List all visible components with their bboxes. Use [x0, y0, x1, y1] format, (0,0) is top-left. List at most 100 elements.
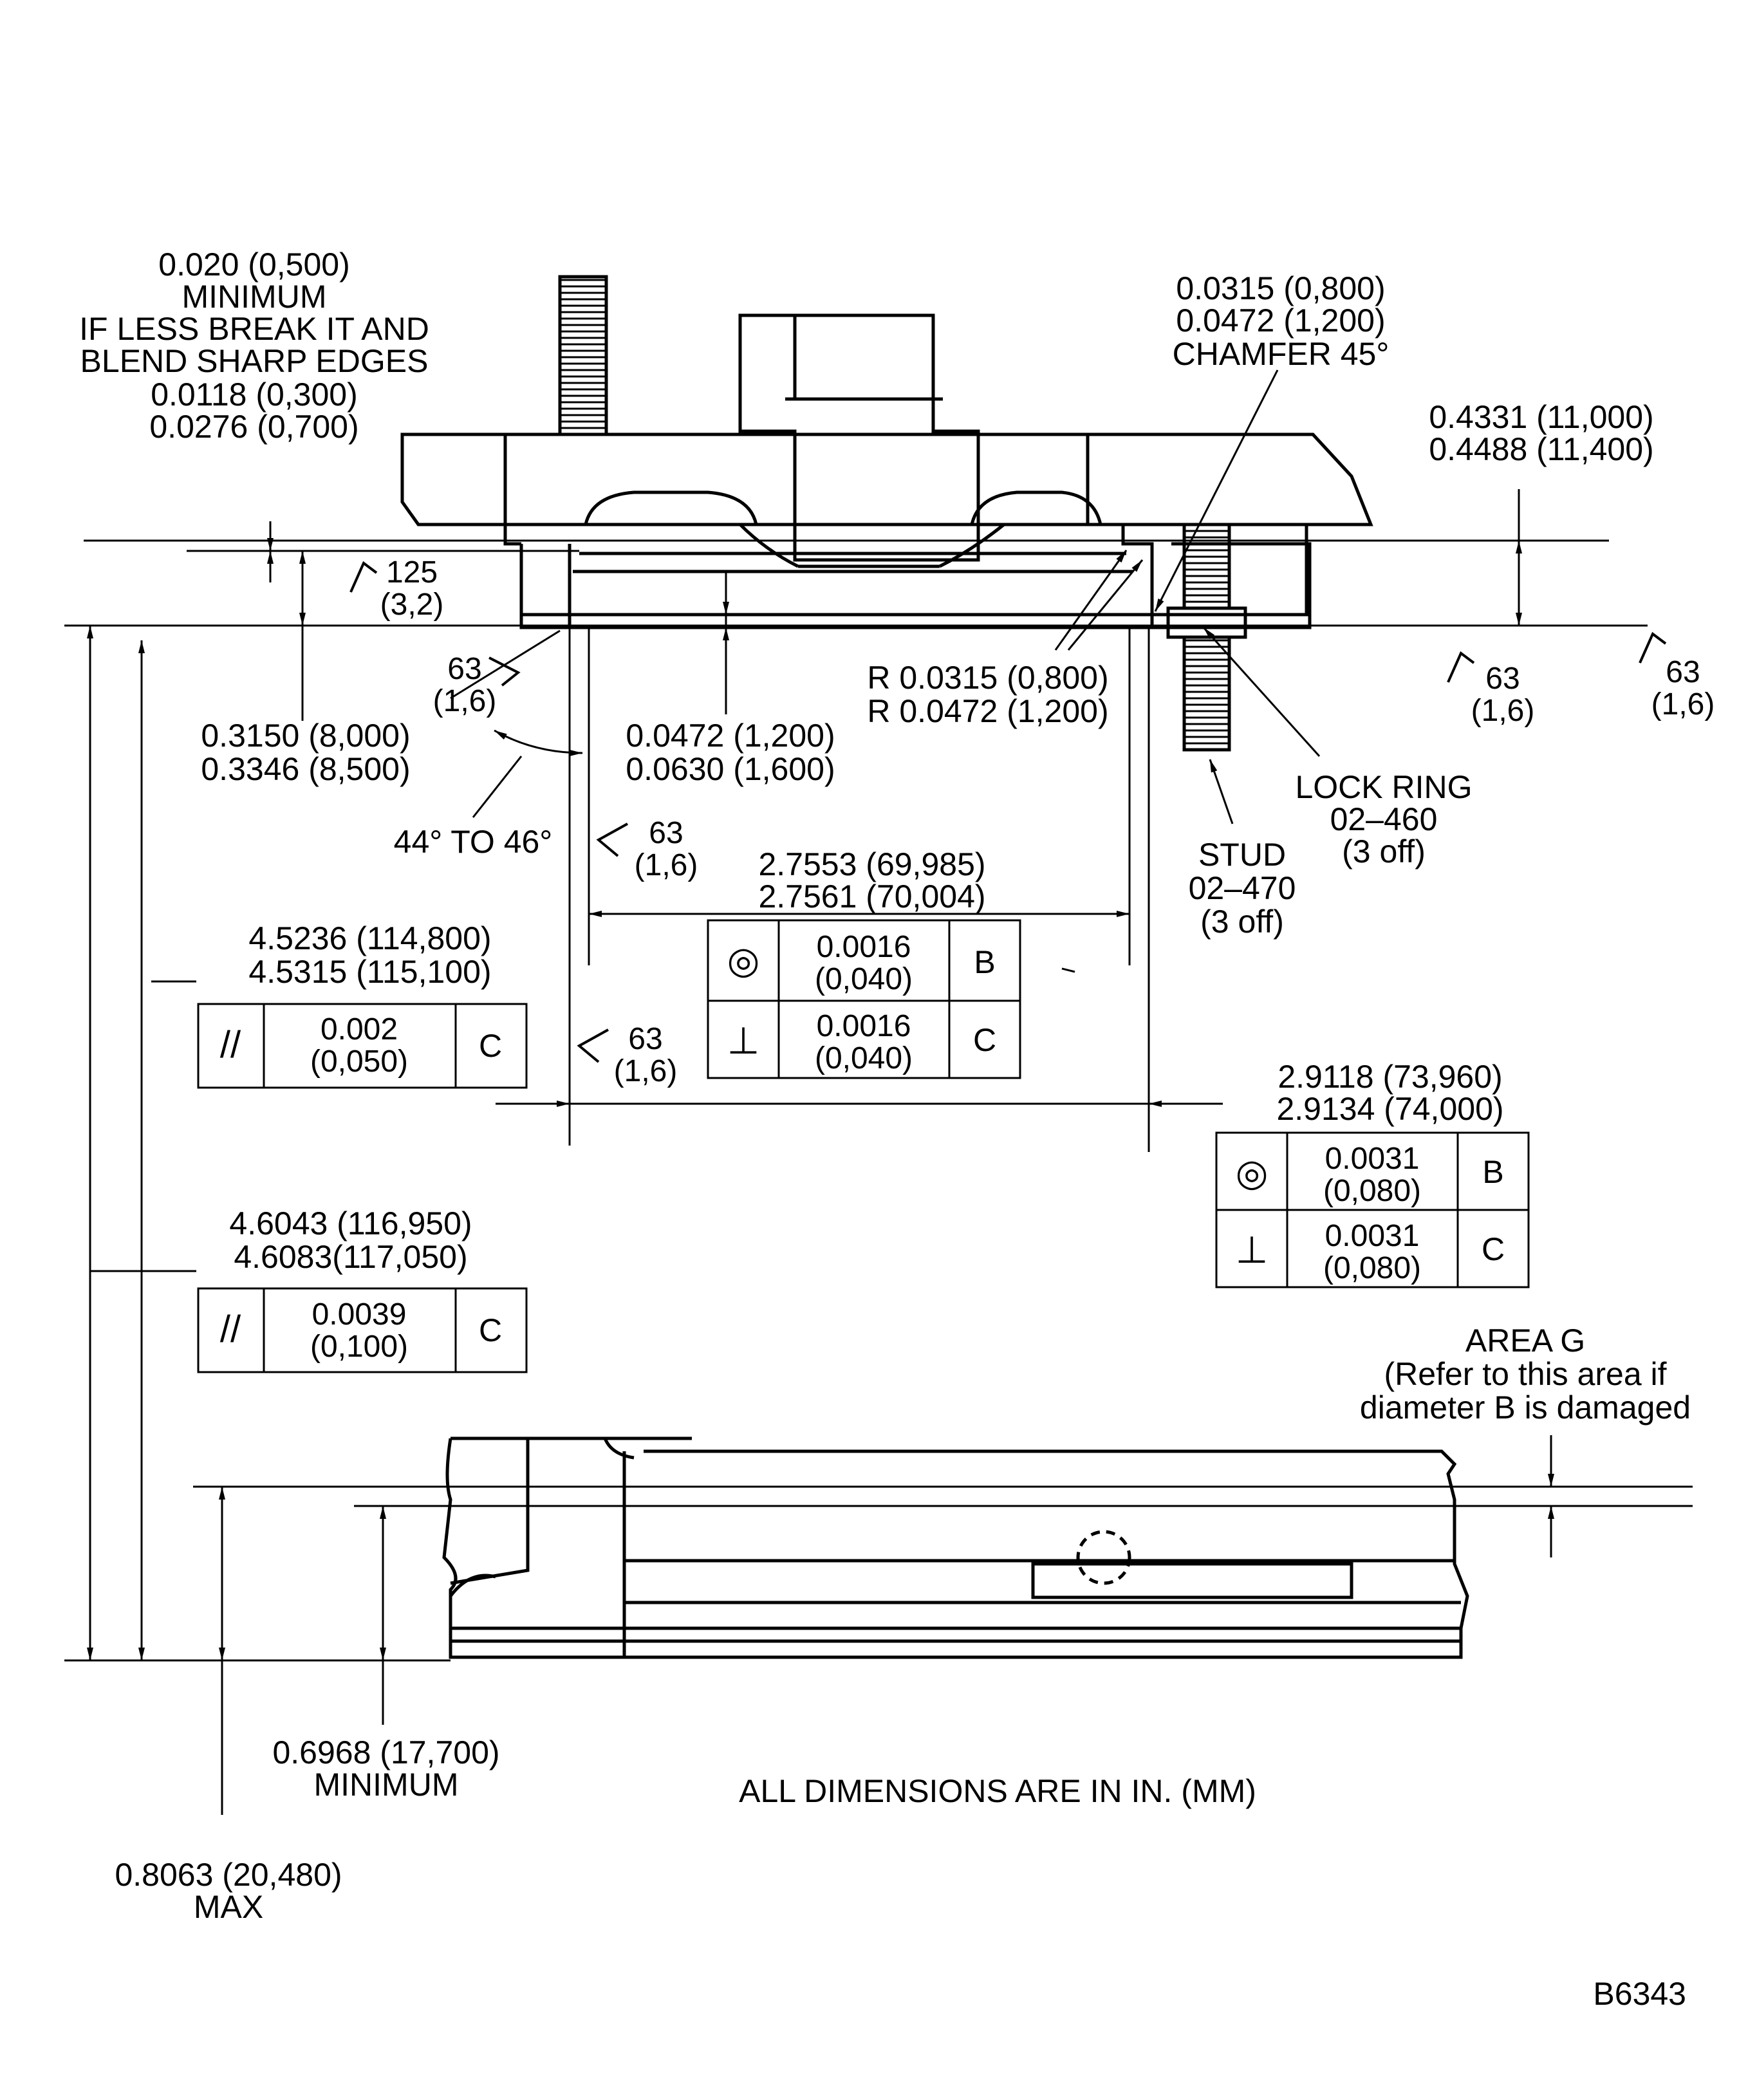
groove-dim-line1: 0.0472 (1,200): [626, 718, 835, 754]
fcf-inner-row2-datum: C: [973, 1022, 996, 1058]
depth-dimension: 0.4331 (11,000) 0.4488 (11,400): [1429, 399, 1653, 467]
lower-part-outline: [442, 1436, 1469, 1659]
reference-lines-bottom: [64, 1435, 1693, 1815]
roughness-63-right-mm: (1,6): [1651, 687, 1715, 721]
diameter-a-line1: 4.5236 (114,800): [248, 920, 491, 956]
top-left-note-line6: 0.0276 (0,700): [149, 409, 358, 445]
diameter-outer-line2: 2.9134 (74,000): [1276, 1091, 1503, 1127]
fcf-parallel-a-datum: C: [479, 1028, 502, 1064]
roughness-63-a-symbol: [596, 822, 628, 857]
lower-body: [442, 1436, 1469, 1659]
fcf-parallel-b-mm: (0,100): [310, 1330, 408, 1364]
diameter-inner-line2: 2.7561 (70,004): [758, 878, 985, 915]
fcf-inner-frame: [707, 919, 1021, 1079]
diameter-outer-dimension: 2.9118 (73,960) 2.9134 (74,000): [1276, 1059, 1503, 1127]
lock-ring-line2: 02–460: [1330, 801, 1438, 837]
roughness-63-mid-symbol: [1447, 651, 1475, 683]
height-max-line1: 0.8063 (20,480): [115, 1857, 342, 1893]
fcf-parallel-a-frame: [197, 1003, 528, 1089]
roughness-63-b-value: 63: [628, 1022, 662, 1056]
lock-ring-line1: LOCK RING: [1295, 769, 1472, 805]
roughness-63-right-value: 63: [1666, 655, 1700, 689]
chamfer-line1: 0.0315 (0,800): [1176, 270, 1385, 306]
lock-ring-shape: [1166, 606, 1247, 639]
parallelism-icon: //: [220, 1308, 241, 1350]
area-g-note: AREA G (Refer to this area if diameter B…: [1360, 1323, 1691, 1426]
height-min-line1: 0.6968 (17,700): [272, 1734, 499, 1770]
roughness-63-b-mm: (1,6): [614, 1054, 678, 1088]
groove-dim-line2: 0.0630 (1,600): [626, 751, 835, 787]
diameter-b-dimension: 4.6043 (116,950) 4.6083(117,050): [229, 1205, 472, 1275]
groove-dimension: 0.0472 (1,200) 0.0630 (1,600): [626, 718, 835, 787]
roughness-63-mid-value: 63: [1485, 662, 1520, 696]
diameter-outer-line1: 2.9118 (73,960): [1278, 1059, 1502, 1095]
area-g-line3: diameter B is damaged: [1360, 1389, 1691, 1426]
flange-part-outline: [400, 275, 1373, 752]
top-left-note: 0.020 (0,500) MINIMUM IF LESS BREAK IT A…: [79, 246, 429, 445]
height-min-line2: MINIMUM: [314, 1767, 459, 1803]
perpendicularity-icon: ⊥: [1236, 1229, 1269, 1271]
fcf-outer-row2-mm: (0,080): [1323, 1251, 1421, 1285]
roughness-63-left-symbol: [488, 656, 521, 687]
fcf-parallel-b-content: // 0.0039 (0,100) C: [220, 1297, 502, 1364]
dimension-arrows: [87, 369, 1522, 1660]
roughness-63-right-symbol: [1639, 631, 1667, 664]
fcf-inner-row1-datum: B: [974, 944, 995, 980]
flange-body: [400, 432, 1373, 526]
fcf-outer-frame: [1215, 1131, 1530, 1288]
depth-dim-line1: 0.4331 (11,000): [1429, 399, 1653, 435]
concentricity-icon: ◎: [1236, 1152, 1269, 1194]
roughness-63-a-mm: (1,6): [635, 848, 698, 882]
fcf-outer-row2-datum: C: [1482, 1231, 1505, 1267]
lock-ring-note: LOCK RING 02–460 (3 off): [1295, 769, 1472, 869]
top-left-note-line3: IF LESS BREAK IT AND: [79, 311, 429, 347]
fcf-outer-row1-mm: (0,080): [1323, 1174, 1421, 1208]
fcf-inner-row1-mm: (0,040): [815, 962, 913, 996]
chamfer-line3: CHAMFER 45°: [1173, 336, 1390, 372]
concentricity-icon: ◎: [727, 940, 760, 981]
fcf-parallel-a-mm: (0,050): [310, 1045, 408, 1079]
fcf-inner-content: ◎ 0.0016 (0,040) B ⊥ 0.0016 (0,040) C: [727, 930, 996, 1075]
fcf-parallel-a-content: // 0.002 (0,050) C: [220, 1012, 502, 1079]
parallelism-icon: //: [220, 1024, 241, 1066]
fcf-outer-content: ◎ 0.0031 (0,080) B ⊥ 0.0031 (0,080) C: [1236, 1142, 1505, 1285]
units-note: ALL DIMENSIONS ARE IN IN. (MM): [739, 1773, 1256, 1809]
reference-lines-top: [64, 539, 1648, 627]
top-left-note-line4: BLEND SHARP EDGES: [80, 343, 429, 379]
top-stud: [558, 275, 608, 436]
diameter-a-line2: 4.5315 (115,100): [248, 954, 491, 990]
diameter-b-line2: 4.6083(117,050): [234, 1239, 467, 1275]
step-dimension: 0.3150 (8,000) 0.3346 (8,500): [201, 718, 410, 787]
diameter-inner-line1: 2.7553 (69,985): [758, 846, 985, 882]
chamfer-note: 0.0315 (0,800) 0.0472 (1,200) CHAMFER 45…: [1173, 270, 1390, 372]
right-upper-stud: [1182, 523, 1231, 610]
fcf-outer-row1-value: 0.0031: [1325, 1142, 1420, 1176]
roughness-symbols: [349, 561, 1667, 1063]
diameter-b-line1: 4.6043 (116,950): [229, 1205, 472, 1241]
radius-line2: R 0.0472 (1,200): [867, 693, 1108, 729]
stud-line2: 02–470: [1189, 870, 1296, 906]
height-max-dimension: 0.8063 (20,480) MAX: [115, 1857, 342, 1925]
perpendicularity-icon: ⊥: [727, 1020, 760, 1062]
area-g-line2: (Refer to this area if: [1384, 1356, 1666, 1392]
step-dim-line1: 0.3150 (8,000): [201, 718, 410, 754]
roughness-125-mm: (3,2): [380, 588, 444, 622]
roughness-63-left-mm: (1,6): [433, 684, 497, 718]
roughness-63-b-symbol: [577, 1028, 609, 1063]
roughness-63-left-value: 63: [447, 652, 481, 686]
roughness-labels: 125 (3,2) 63 (1,6) 63 (1,6) 63 (1,6) 63 …: [380, 555, 1715, 1088]
height-max-line2: MAX: [194, 1889, 263, 1925]
angle-note: 44° TO 46°: [394, 824, 553, 860]
roughness-125-symbol: [349, 561, 378, 593]
stud-line3: (3 off): [1200, 904, 1284, 940]
right-lower-stud: [1182, 635, 1231, 752]
roughness-125-value: 125: [386, 555, 438, 590]
radius-line1: R 0.0315 (0,800): [867, 660, 1108, 696]
lower-hole: [1076, 1530, 1131, 1585]
diameter-a-dimension: 4.5236 (114,800) 4.5315 (115,100): [248, 920, 491, 990]
right-arch: [970, 490, 1102, 525]
top-left-note-line5: 0.0118 (0,300): [151, 376, 358, 413]
lock-ring-line3: (3 off): [1342, 833, 1426, 869]
extension-lines: [301, 571, 1150, 1152]
